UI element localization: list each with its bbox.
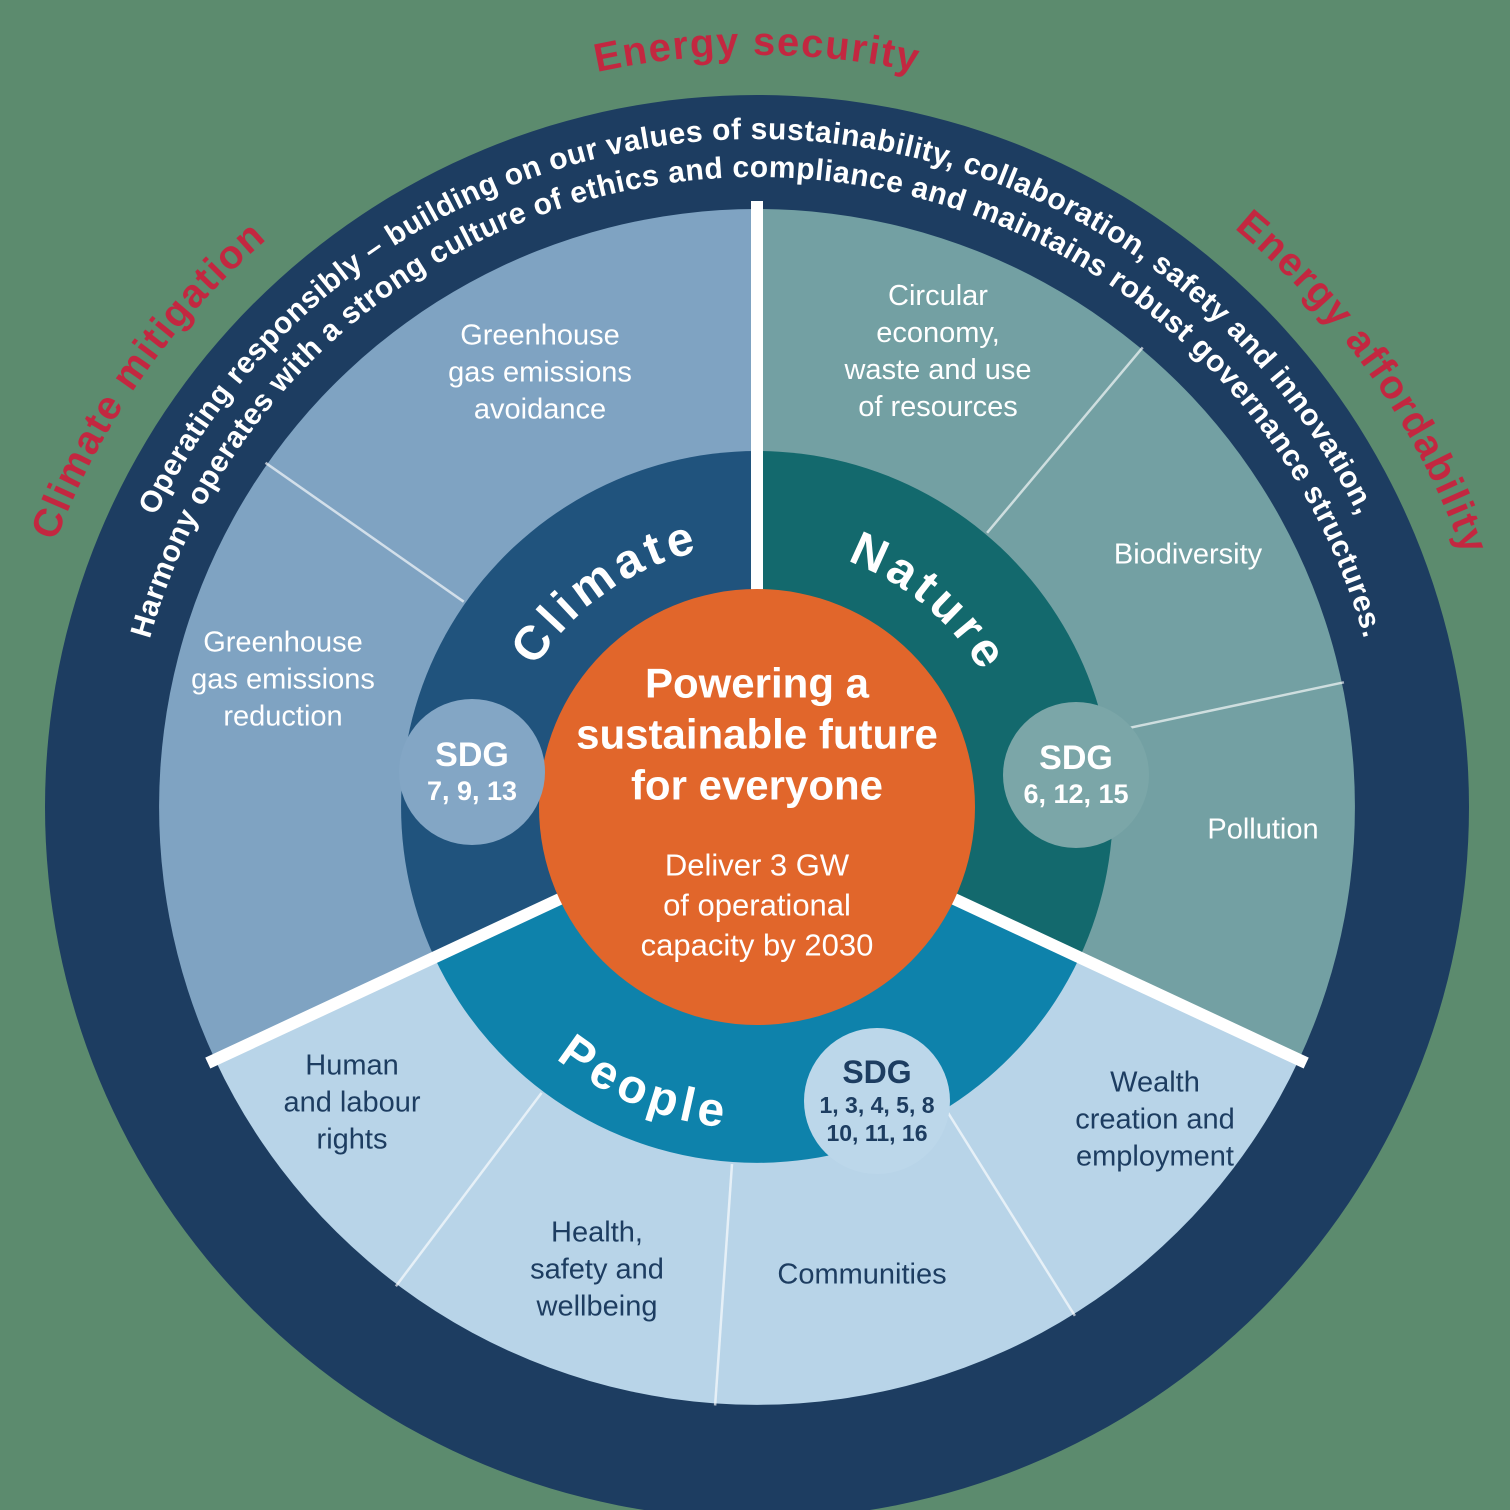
outer-label-energy-security: Energy security (590, 20, 923, 81)
topic-divider (1106, 681, 1345, 734)
sector-divider (205, 888, 573, 1069)
sdg-badge-people: SDG 1, 3, 4, 5, 8 10, 11, 16 (804, 1028, 950, 1174)
center-circle (539, 589, 975, 1025)
center-title: Powering a sustainable future for everyo… (576, 659, 938, 810)
sdg-numbers: 7, 9, 13 (426, 775, 518, 806)
topic-label-health-safety: Health, safety and wellbeing (530, 1216, 664, 1323)
sdg-badge-climate: SDG 7, 9, 13 (399, 699, 545, 845)
sdg-numbers: 6, 12, 15 (1023, 778, 1129, 809)
topic-label-ghg-avoidance: Greenhouse gas emissions avoidance (448, 319, 632, 426)
sdg-heading: SDG (1039, 738, 1113, 777)
topic-divider (945, 1109, 1076, 1317)
center-subtitle: Deliver 3 GW of operational capacity by … (640, 847, 874, 963)
sdg-heading: SDG (842, 1053, 912, 1090)
topic-label-pollution: Pollution (1207, 813, 1319, 846)
topic-divider (713, 1164, 734, 1406)
svg-text:Energy security: Energy security (590, 20, 924, 81)
topic-divider (264, 461, 465, 603)
topic-label-ghg-reduction: Greenhouse gas emissions reduction (191, 626, 375, 733)
sdg-badge-nature: SDG 6, 12, 15 (1003, 702, 1149, 848)
topic-label-human-rights: Human and labour rights (283, 1049, 421, 1156)
topic-label-biodiversity: Biodiversity (1113, 538, 1263, 571)
sdg-numbers: 1, 3, 4, 5, 8 10, 11, 16 (819, 1091, 935, 1147)
center-message: Powering a sustainable future for everyo… (527, 640, 987, 985)
topic-divider (394, 1092, 543, 1287)
topic-label-communities: Communities (777, 1258, 947, 1291)
topic-label-wealth-creation: Wealth creation and employment (1075, 1066, 1235, 1173)
topic-label-circular-economy: Circular economy, waste and use of resou… (844, 279, 1032, 424)
topic-divider (986, 346, 1144, 534)
sdg-heading: SDG (435, 735, 509, 774)
sector-divider (941, 888, 1309, 1069)
